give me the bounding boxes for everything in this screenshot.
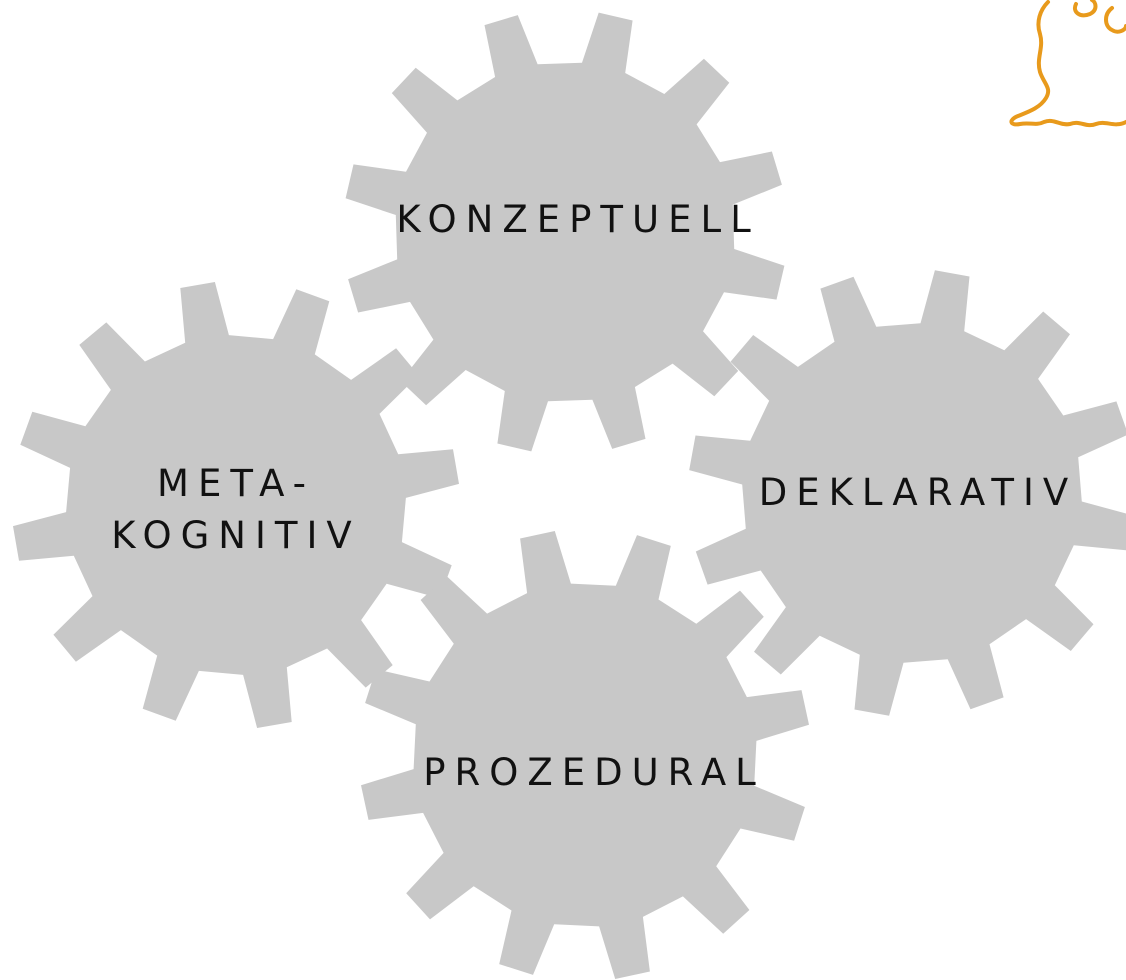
gear-label-deklarativ: DEKLARATIV [759, 471, 1077, 514]
gear-metakognitiv [13, 282, 459, 728]
gear-label-metakognitiv-line1: META- [157, 462, 315, 505]
gear-label-prozedural: PROZEDURAL [423, 751, 765, 794]
gear-label-konzeptuell: KONZEPTUELL [396, 198, 759, 241]
gear-label-metakognitiv-line2: KOGNITIV [111, 514, 360, 557]
gears-layer [13, 12, 1126, 979]
head-outline-logo-icon [1009, 0, 1126, 128]
gear-prozedural [361, 531, 809, 979]
gear-konzeptuell [345, 12, 785, 452]
gear-deklarativ [689, 270, 1126, 716]
labels-layer: KONZEPTUELL META- KOGNITIV DEKLARATIV PR… [111, 198, 1077, 794]
